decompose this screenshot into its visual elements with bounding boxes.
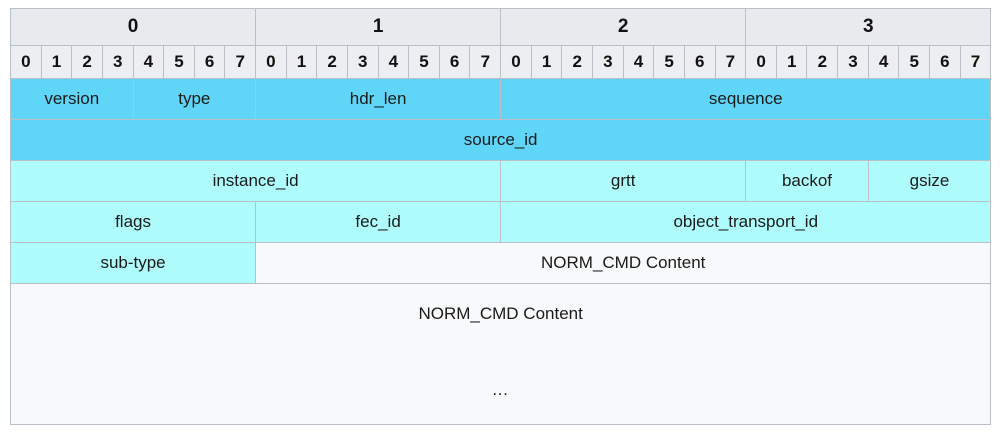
bit-index-cell-22: 6 — [683, 45, 716, 79]
bit-index-cell-15: 7 — [469, 45, 502, 79]
field-sub-type: sub-type — [9, 242, 257, 284]
bit-index-cell-17: 1 — [530, 45, 563, 79]
field-instance-id: instance_id — [9, 160, 502, 202]
field-hdr-len: hdr_len — [255, 78, 502, 120]
bit-index-cell-4: 4 — [132, 45, 165, 79]
bit-index-cell-7: 7 — [224, 45, 257, 79]
field-backof: backof — [745, 160, 869, 202]
bit-index-cell-9: 1 — [285, 45, 318, 79]
bit-index-cell-10: 2 — [316, 45, 348, 79]
bit-index-cell-13: 5 — [408, 45, 440, 79]
bit-index-cell-19: 3 — [592, 45, 624, 79]
bit-index-cell-5: 5 — [163, 45, 195, 79]
field-version: version — [10, 78, 134, 120]
bit-index-cell-11: 3 — [346, 45, 379, 79]
byte-index-cell-3: 3 — [745, 8, 992, 46]
bit-index-cell-20: 4 — [622, 45, 655, 79]
bit-index-cell-21: 5 — [653, 45, 685, 79]
field-type: type — [132, 78, 257, 120]
byte-index-cell-2: 2 — [500, 8, 747, 46]
field-object-transport-id: object_transport_id — [500, 201, 992, 243]
bit-index-cell-25: 1 — [775, 45, 808, 79]
bit-index-cell-1: 1 — [40, 45, 73, 79]
field-norm-cmd-content: NORM_CMD Content — [255, 242, 992, 284]
bit-index-cell-3: 3 — [101, 45, 134, 79]
byte-index-cell-1: 1 — [255, 8, 502, 46]
bit-index-cell-31: 7 — [959, 45, 992, 79]
bit-index-cell-0: 0 — [10, 45, 42, 79]
packet-field-row: source_id — [9, 119, 992, 161]
bit-index-cell-28: 4 — [867, 45, 900, 79]
field-fec-id: fec_id — [255, 201, 502, 243]
field-grtt: grtt — [500, 160, 747, 202]
bit-index-cell-29: 5 — [898, 45, 930, 79]
bit-index-cell-30: 6 — [928, 45, 961, 79]
bit-index-cell-26: 2 — [806, 45, 839, 79]
bit-index-cell-23: 7 — [714, 45, 747, 79]
bit-index-cell-24: 0 — [745, 45, 777, 79]
bit-index-cell-12: 4 — [377, 45, 410, 79]
byte-index-cell-0: 0 — [9, 8, 257, 46]
bit-index-cell-18: 2 — [561, 45, 594, 79]
bit-index-cell-8: 0 — [255, 45, 287, 79]
field-flags: flags — [9, 201, 257, 243]
payload-cell: NORM_CMD Content … — [9, 283, 992, 425]
bit-index-cell-16: 0 — [500, 45, 532, 79]
payload-row: NORM_CMD Content … — [9, 283, 992, 425]
bit-index-cell-2: 2 — [71, 45, 103, 79]
bit-index-cell-6: 6 — [193, 45, 226, 79]
field-sequence: sequence — [500, 78, 992, 120]
field-gsize: gsize — [867, 160, 992, 202]
payload-ellipsis: … — [491, 380, 510, 399]
bit-index-cell-27: 3 — [837, 45, 869, 79]
field-source-id: source_id — [9, 119, 992, 161]
bit-index-cell-14: 6 — [438, 45, 471, 79]
payload-label: NORM_CMD Content — [418, 304, 583, 323]
